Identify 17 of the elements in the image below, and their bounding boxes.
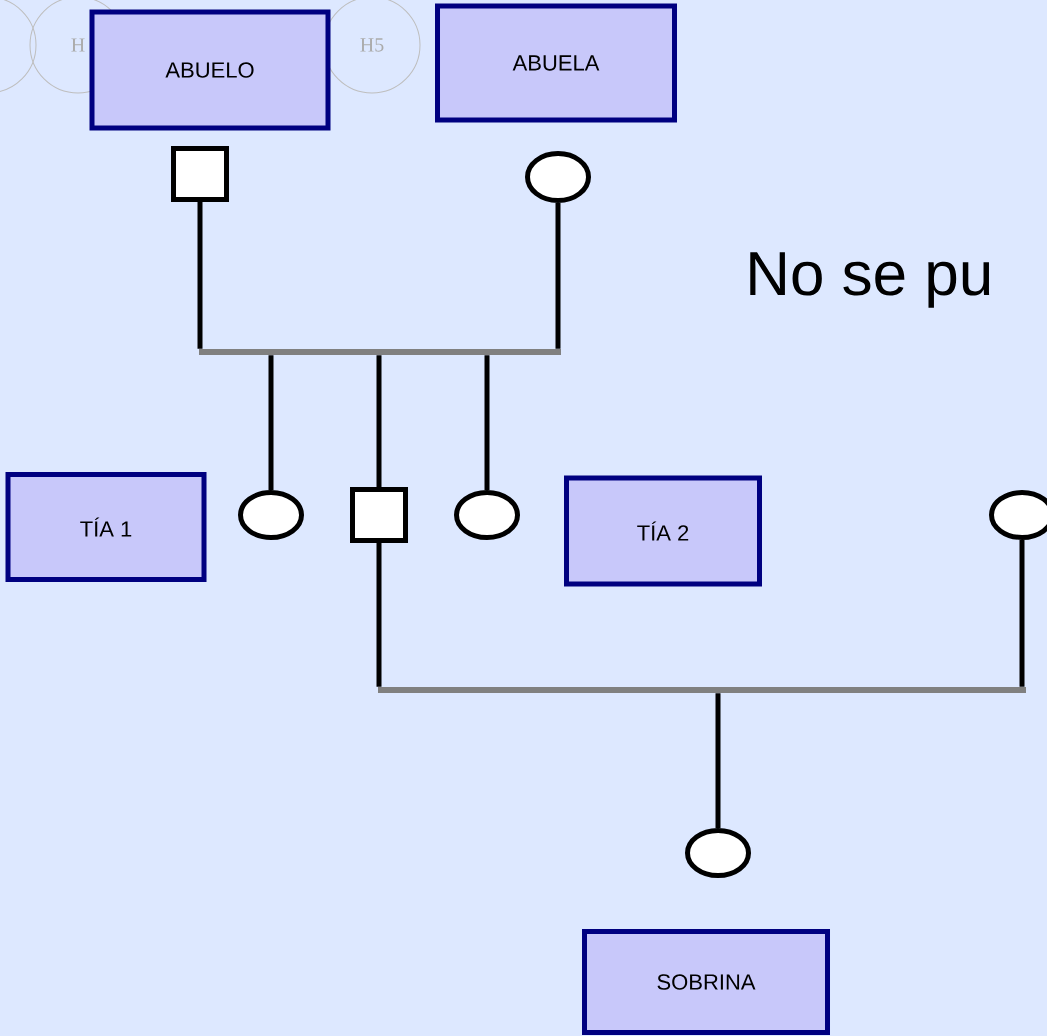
name-box: TÍA 1 <box>5 472 207 582</box>
name-box: TÍA 2 <box>564 475 762 587</box>
male-square <box>171 146 229 202</box>
line <box>484 355 490 490</box>
line <box>376 355 382 487</box>
male-square <box>350 487 408 543</box>
line <box>197 202 203 349</box>
heading-text: No se pu <box>750 252 990 308</box>
line <box>1019 540 1025 687</box>
name-box: SOBRINA <box>582 929 830 1035</box>
line <box>376 543 382 687</box>
female-circle <box>989 490 1047 540</box>
line <box>715 693 721 828</box>
line <box>268 355 274 490</box>
line <box>555 203 561 349</box>
name-box: ABUELA <box>435 3 677 123</box>
name-box: ABUELO <box>89 9 331 131</box>
